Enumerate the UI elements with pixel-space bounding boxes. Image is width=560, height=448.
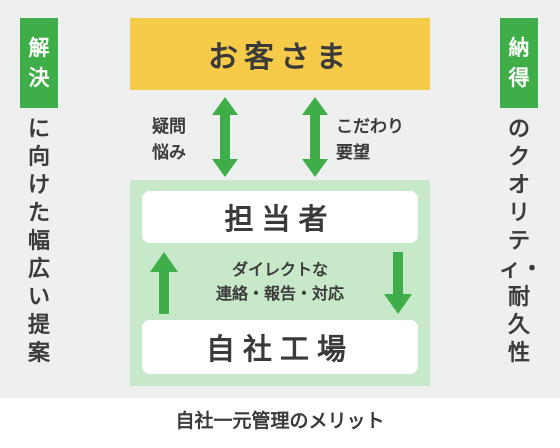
left-flow-label: 疑問 悩み <box>152 114 186 166</box>
double-arrow-left-icon <box>212 97 238 177</box>
right-flow-label: こだわり 要望 <box>336 114 404 166</box>
badge-char: 決 <box>28 66 50 90</box>
badge-kaiketsu: 解 決 <box>20 18 58 108</box>
arrow-down-icon <box>384 252 412 314</box>
arrow-up-icon <box>150 252 178 314</box>
caption: 自社一元管理のメリット <box>175 410 385 432</box>
label-line: 疑問 <box>152 117 186 137</box>
label-line: 要望 <box>336 143 370 163</box>
staff-box: 担当者 <box>142 191 418 243</box>
communication-label: ダイレクトな 連絡・報告・対応 <box>180 258 380 306</box>
factory-box: 自社工場 <box>142 320 418 374</box>
label-line: 悩み <box>152 143 186 163</box>
right-vertical-text: のクオリティ・耐久性 <box>499 117 544 366</box>
badge-char: 得 <box>508 66 530 90</box>
customer-box: お客さま <box>130 18 430 90</box>
badge-nattoku: 納 得 <box>500 18 538 108</box>
label-line: ダイレクトな <box>231 260 328 279</box>
label-line: こだわり <box>336 117 404 137</box>
badge-char: 解 <box>28 36 50 60</box>
double-arrow-right-icon <box>302 97 328 177</box>
badge-char: 納 <box>508 36 530 60</box>
left-vertical-text: に向けた幅広い提案 <box>27 117 50 366</box>
label-line: 連絡・報告・対応 <box>215 284 344 303</box>
